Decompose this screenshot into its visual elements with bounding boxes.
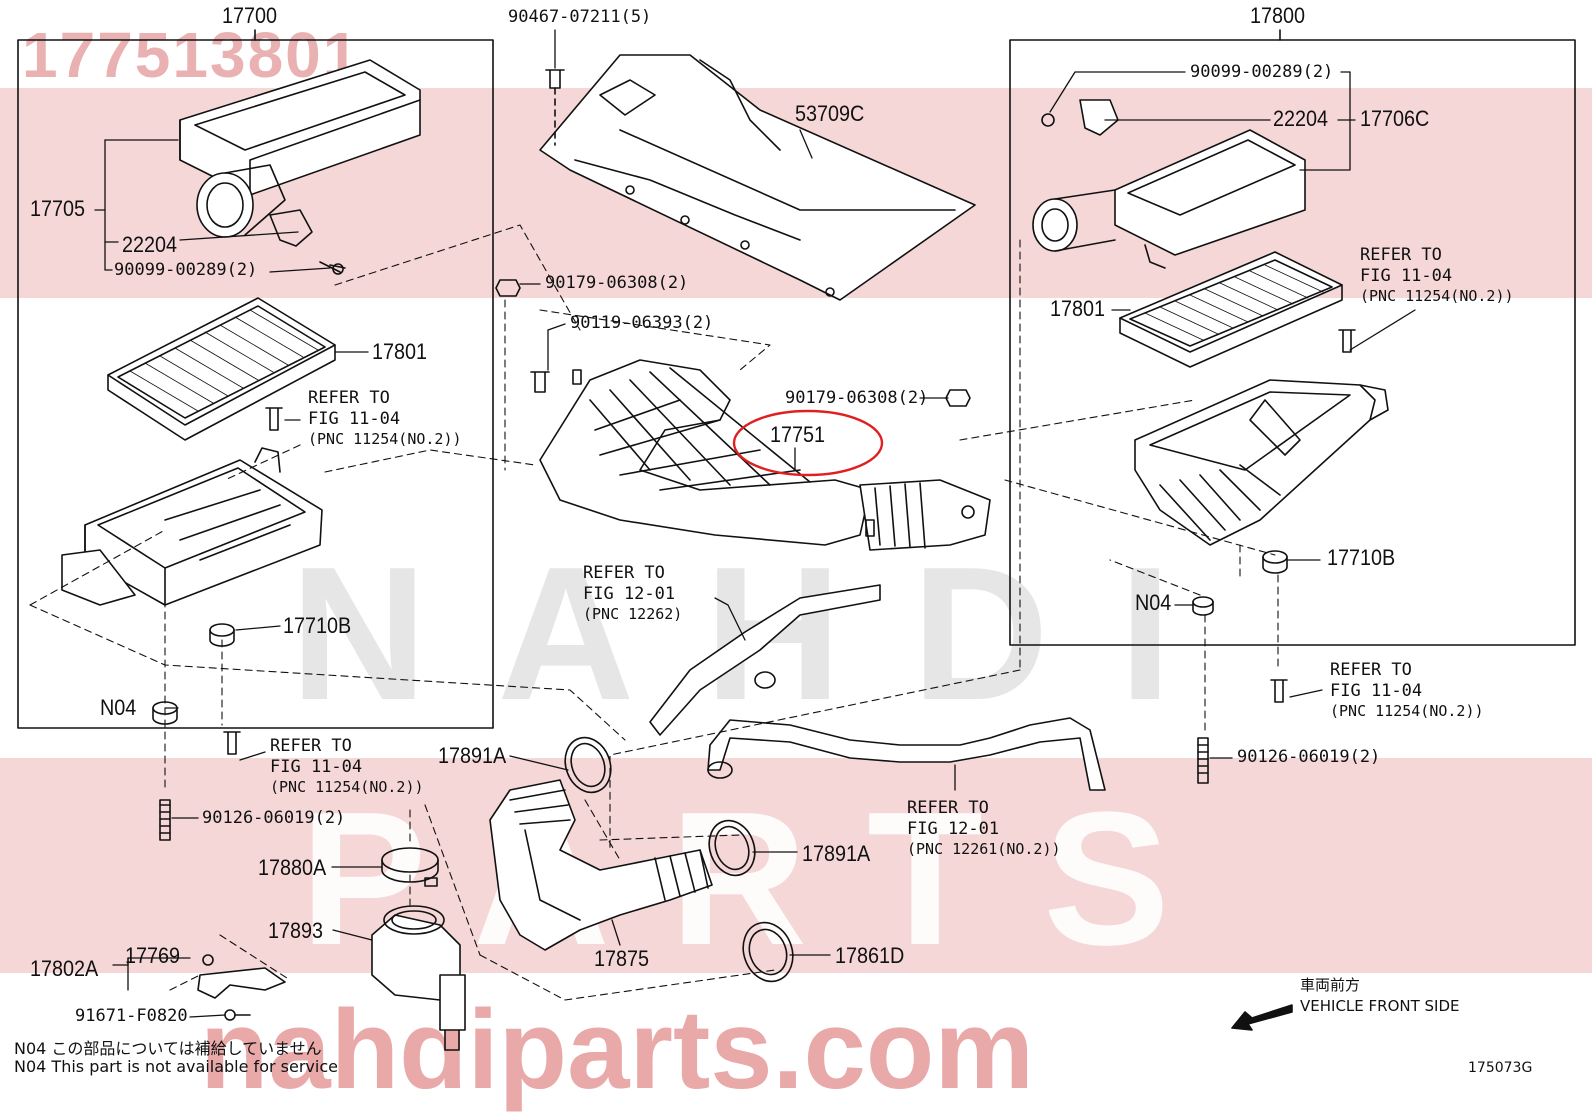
- label-90126-right[interactable]: 90126-06019(2): [1237, 747, 1381, 767]
- refer-block-right-upper[interactable]: REFER TO FIG 11-04 (PNC 11254(NO.2)): [1360, 247, 1514, 304]
- figure-code: 175073G: [1468, 1060, 1533, 1076]
- refer-block-right-hose[interactable]: REFER TO FIG 12-01 (PNC 12261(NO.2)): [907, 800, 1061, 857]
- refer-block-left-upper[interactable]: REFER TO FIG 11-04 (PNC 11254(NO.2)): [308, 390, 462, 447]
- label-n04-left[interactable]: N04: [100, 695, 137, 720]
- air-hose-17875: [489, 779, 713, 951]
- label-90467-07211[interactable]: 90467-07211(5): [508, 7, 652, 27]
- label-17891a-bottom[interactable]: 17891A: [802, 841, 871, 866]
- bolt-90119: [530, 371, 550, 393]
- refer-block-center-hose[interactable]: REFER TO FIG 12-01 (PNC 12262): [583, 565, 682, 622]
- air-duct-cover-53709c: [539, 54, 976, 301]
- air-flow-meter-17893: [371, 905, 466, 1051]
- label-90126-left[interactable]: 90126-06019(2): [202, 808, 346, 828]
- refer-line3: (PNC 12262): [583, 605, 683, 623]
- refer-line2: FIG 12-01: [907, 819, 1000, 839]
- label-53709c[interactable]: 53709C: [795, 101, 865, 126]
- refer-line1: REFER TO: [308, 388, 390, 408]
- refer-line1: REFER TO: [270, 736, 352, 756]
- refer-line2: FIG 12-01: [583, 584, 676, 604]
- refer-line2: FIG 11-04: [270, 757, 363, 777]
- label-17710b-left[interactable]: 17710B: [283, 613, 352, 638]
- refer-line1: REFER TO: [1330, 660, 1412, 680]
- label-17802a[interactable]: 17802A: [30, 956, 99, 981]
- label-90119[interactable]: 90119-06393(2): [570, 313, 714, 333]
- front-direction-en: VEHICLE FRONT SIDE: [1300, 997, 1460, 1015]
- label-22204-left[interactable]: 22204: [122, 232, 178, 257]
- label-17875[interactable]: 17875: [594, 946, 650, 971]
- air-cleaner-cap-right: [1032, 99, 1306, 269]
- clamps: [381, 736, 794, 983]
- label-17705[interactable]: 17705: [30, 196, 86, 221]
- label-n04-right[interactable]: N04: [1135, 590, 1172, 615]
- label-17801-right[interactable]: 17801: [1050, 296, 1106, 321]
- label-17801-left[interactable]: 17801: [372, 339, 428, 364]
- group-box-right: [1009, 39, 1576, 646]
- label-22204-right[interactable]: 22204: [1273, 106, 1329, 131]
- air-filter-element-right: [1119, 251, 1343, 368]
- nut-90179-b: [945, 389, 971, 407]
- refer-line3: (PNC 11254(NO.2)): [1360, 287, 1514, 305]
- group-label-right: 17800: [1250, 3, 1306, 28]
- label-17861d[interactable]: 17861D: [835, 943, 905, 968]
- refer-line3: (PNC 11254(NO.2)): [308, 430, 462, 448]
- label-90179-a[interactable]: 90179-06308(2): [545, 273, 689, 293]
- note-n04-japanese: N04 この部品については補給していません: [14, 1039, 322, 1058]
- air-cleaner-cap-left: [179, 59, 421, 275]
- label-17893[interactable]: 17893: [268, 918, 324, 943]
- label-17891a-top[interactable]: 17891A: [438, 743, 507, 768]
- label-90099-left[interactable]: 90099-00289(2): [114, 260, 258, 280]
- label-17880a[interactable]: 17880A: [258, 855, 327, 880]
- refer-line1: REFER TO: [907, 798, 989, 818]
- air-cleaner-case-right: [1134, 379, 1389, 546]
- front-direction-jp: 車両前方: [1300, 976, 1361, 994]
- label-90179-b[interactable]: 90179-06308(2): [785, 388, 929, 408]
- air-cleaner-case-left: [61, 447, 323, 606]
- refer-line2: FIG 11-04: [1330, 681, 1423, 701]
- refer-line2: FIG 11-04: [1360, 266, 1453, 286]
- highlight-ellipse-17751: [732, 409, 884, 477]
- refer-line3: (PNC 11254(NO.2)): [270, 778, 424, 796]
- refer-line3: (PNC 11254(NO.2)): [1330, 702, 1484, 720]
- label-17706c[interactable]: 17706C: [1360, 106, 1430, 131]
- refer-line1: REFER TO: [583, 563, 665, 583]
- group-label-left: 17700: [222, 3, 278, 28]
- nut-90119b: [572, 369, 582, 385]
- refer-line1: REFER TO: [1360, 245, 1442, 265]
- note-n04-english: N04 This part is not available for servi…: [14, 1057, 338, 1076]
- label-91671-f0820[interactable]: 91671-F0820: [75, 1006, 188, 1026]
- fasteners-right: [1192, 329, 1356, 784]
- clip-90467: [545, 69, 565, 89]
- label-17769[interactable]: 17769: [125, 943, 181, 968]
- refer-line2: FIG 11-04: [308, 409, 401, 429]
- air-inlet-duct-17751: [539, 359, 991, 551]
- refer-block-left-lower[interactable]: REFER TO FIG 11-04 (PNC 11254(NO.2)): [270, 738, 424, 795]
- air-filter-element-left: [107, 297, 336, 441]
- vent-hoses: [649, 584, 1106, 791]
- label-17751[interactable]: 17751: [770, 422, 826, 447]
- refer-block-right-lower[interactable]: REFER TO FIG 11-04 (PNC 11254(NO.2)): [1330, 662, 1484, 719]
- bracket-17769: [197, 954, 286, 1021]
- label-17710b-right[interactable]: 17710B: [1327, 545, 1396, 570]
- refer-line3: (PNC 12261(NO.2)): [907, 840, 1061, 858]
- nut-90179-a: [495, 279, 521, 297]
- label-90099-right[interactable]: 90099-00289(2): [1190, 62, 1334, 82]
- front-direction-arrow: [1231, 1004, 1293, 1031]
